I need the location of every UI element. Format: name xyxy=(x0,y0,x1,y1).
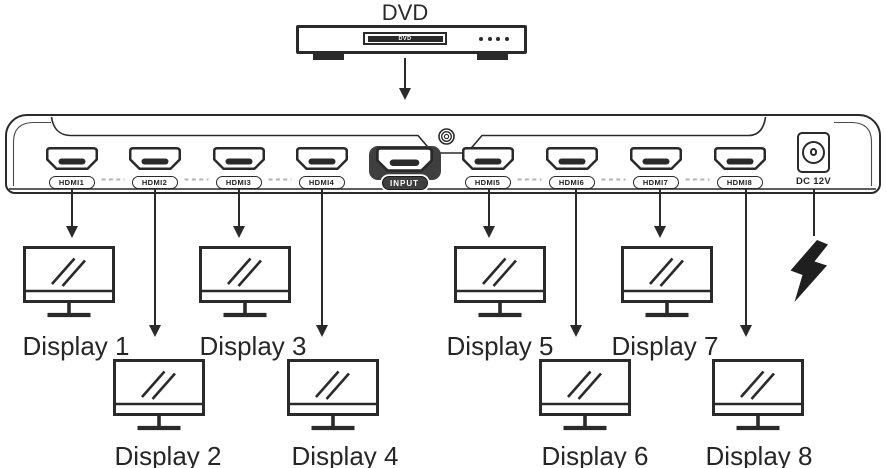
display-icon xyxy=(454,246,546,318)
display-label: Display 4 xyxy=(291,441,399,468)
hdmi-port-label: HDMI2 xyxy=(131,175,178,189)
hdmi-port-icon xyxy=(545,146,598,170)
hdmi-input-port-icon xyxy=(376,147,433,172)
dc-power-line xyxy=(813,189,815,236)
dvd-tray-label: DVD xyxy=(367,36,443,42)
hdmi-port-label: HDMI8 xyxy=(716,175,763,189)
hdmi-port-label: HDMI3 xyxy=(215,175,262,189)
display-icon xyxy=(621,246,713,318)
display-label: Display 1 xyxy=(22,331,130,361)
splitter-device: HDMI1 HDMI2 HDMI3 HDMI4 INPUT HDMI5 HDMI… xyxy=(5,114,881,194)
hdmi-port-label: HDMI6 xyxy=(548,175,595,189)
screw-icon xyxy=(438,128,455,145)
display-label: Display 7 xyxy=(611,331,719,361)
display-icon xyxy=(712,359,804,431)
source-label: DVD xyxy=(381,0,429,25)
hdmi-port-icon xyxy=(461,146,514,170)
display-label: Display 2 xyxy=(114,441,222,468)
input-port-label: INPUT xyxy=(381,176,428,190)
splitter-panel-details xyxy=(9,116,876,190)
lightning-bolt-icon xyxy=(790,240,828,302)
dvd-indicator-dots xyxy=(479,37,509,41)
display-label: Display 5 xyxy=(446,331,554,361)
display-icon xyxy=(199,246,291,318)
hdmi-port-icon xyxy=(45,146,98,170)
hdmi-port-label: HDMI5 xyxy=(464,175,511,189)
display-icon xyxy=(23,246,115,318)
dvd-tray: DVD xyxy=(363,32,447,45)
hdmi-port-icon xyxy=(295,146,348,170)
dvd-player-icon: DVD xyxy=(296,25,527,60)
hdmi-port-icon xyxy=(629,146,682,170)
hdmi-port-label: HDMI7 xyxy=(632,175,679,189)
display-icon xyxy=(113,359,205,431)
dc-power-label: DC 12V xyxy=(795,175,832,187)
hdmi-port-icon xyxy=(212,146,265,170)
display-icon xyxy=(539,359,631,431)
hdmi-port-label: HDMI4 xyxy=(298,175,345,189)
display-icon xyxy=(287,359,379,431)
hdmi-port-label: HDMI1 xyxy=(48,175,95,189)
display-label: Display 3 xyxy=(199,331,307,361)
hdmi-port-icon xyxy=(128,146,181,170)
dvd-foot-right xyxy=(477,53,508,60)
hdmi-port-icon xyxy=(713,146,766,170)
dvd-foot-left xyxy=(313,53,344,60)
dc-jack-pin-hole xyxy=(809,148,818,156)
display-label: Display 8 xyxy=(705,441,813,468)
display-label: Display 6 xyxy=(541,441,649,468)
